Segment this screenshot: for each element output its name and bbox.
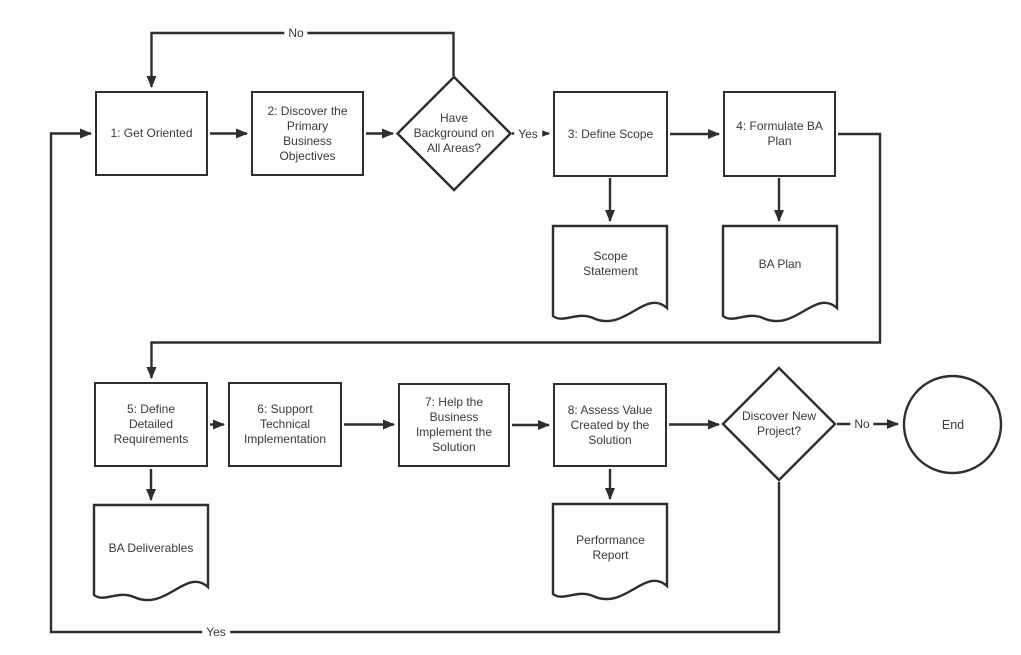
node-step3: 3: Define Scope <box>553 91 668 177</box>
edge-step4-step5 <box>146 132 882 379</box>
edge-decision2-step1-yes <box>49 128 781 634</box>
doc-ba-deliverables-shape <box>92 503 210 602</box>
doc-scope-statement-shape <box>551 224 669 323</box>
node-step5: 5: Define Detailed Requirements <box>94 382 208 467</box>
node-step2: 2: Discover the Primary Business Objecti… <box>251 91 364 176</box>
end-circle <box>902 374 1003 475</box>
edge-label-yes-new-project: Yes <box>202 625 230 639</box>
decision1-diamond <box>395 75 513 192</box>
node-step8-label: 8: Assess Value Created by the Solution <box>567 402 653 447</box>
edge-label-no-new-project: No <box>850 417 874 431</box>
doc-performance-report-shape <box>551 502 669 601</box>
node-step7-label: 7: Help the Business Implement the Solut… <box>415 395 493 454</box>
node-step6: 6: Support Technical Implementation <box>228 382 342 467</box>
node-step7: 7: Help the Business Implement the Solut… <box>398 383 510 467</box>
node-step1: 1: Get Oriented <box>95 91 208 176</box>
node-step2-label: 2: Discover the Primary Business Objecti… <box>267 103 348 163</box>
node-step3-label: 3: Define Scope <box>567 126 654 141</box>
edge-decision1-step1-no <box>146 31 455 88</box>
node-step4-label: 4: Formulate BA Plan <box>736 119 823 148</box>
edge-label-no-background: No <box>284 26 308 40</box>
node-step6-label: 6: Support Technical Implementation <box>243 402 327 446</box>
doc-ba-plan-shape <box>721 224 839 323</box>
node-step5-label: 5: Define Detailed Requirements <box>113 402 189 446</box>
node-step4: 4: Formulate BA Plan <box>723 91 836 177</box>
decision2-diamond <box>721 366 837 482</box>
node-step8: 8: Assess Value Created by the Solution <box>553 383 667 467</box>
node-step1-label: 1: Get Oriented <box>110 126 193 140</box>
edge-label-yes-background: Yes <box>514 127 542 141</box>
